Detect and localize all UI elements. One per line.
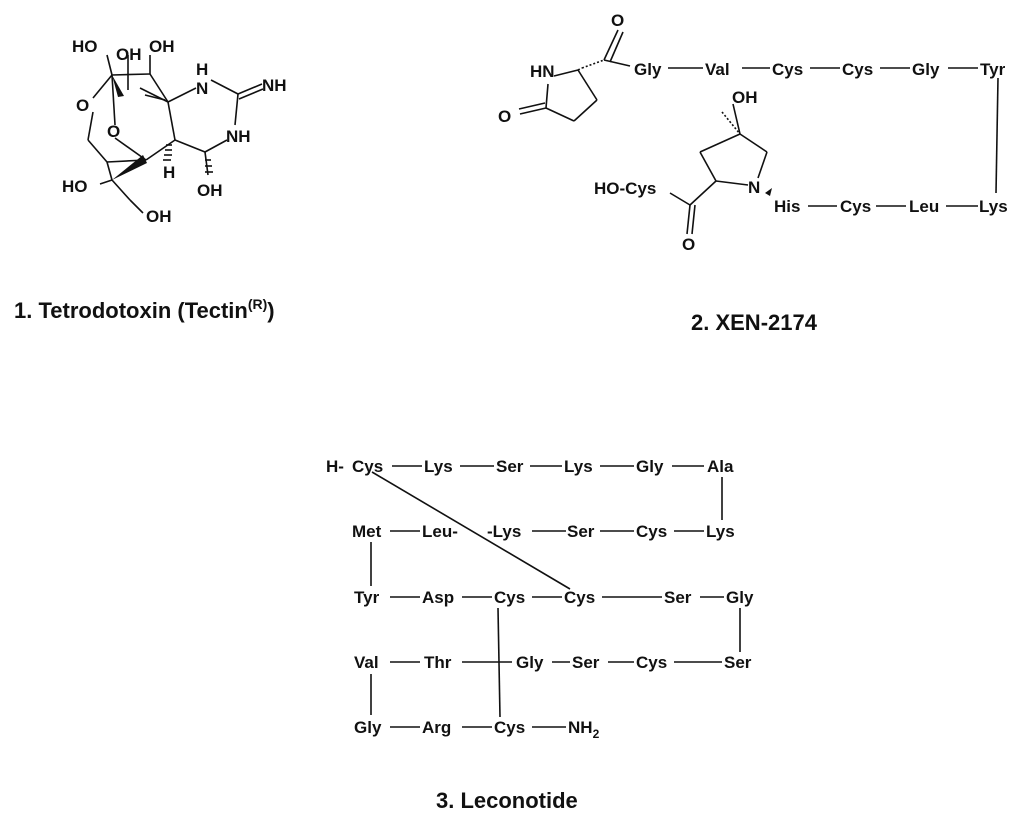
xen-top-residue: Gly [912,60,940,79]
lec-residue: -Lys [487,522,521,541]
lec-residue: Ser [496,457,524,476]
lec-residue: Gly [636,457,664,476]
tetrodotoxin-caption: 1. Tetrodotoxin (Tectin(R)) [14,296,275,323]
lec-residue: Asp [422,588,454,607]
lec-nh2: NH2 [568,718,600,741]
ttx-oh-top-right: OH [149,37,175,56]
xen-top-residue: Gly [634,60,662,79]
xen-o-bottom: O [682,235,695,254]
xen-top-residue: Cys [842,60,873,79]
ttx-nh-ring-bottom: NH [226,127,251,146]
xen-bottom-residue: His [774,197,800,216]
xen-top-residue: Tyr [980,60,1006,79]
ttx-oh-hydroxymethyl: OH [146,207,172,226]
lec-residue: Ser [664,588,692,607]
lec-residue: Lys [706,522,735,541]
lec-residue: Gly [354,718,382,737]
lec-residue: Ser [724,653,752,672]
lec-residue: Cys [564,588,595,607]
xen-bottom-residue: Cys [840,197,871,216]
lec-residue: Cys [494,718,525,737]
ttx-n-ring-top: N [196,79,208,98]
ttx-oh-bottom-right: OH [197,181,223,200]
lec-residue: Ser [567,522,595,541]
ttx-ho-top-left: HO [72,37,98,56]
lec-residue: Thr [424,653,452,672]
lec-residue: Gly [516,653,544,672]
lec-residue: Tyr [354,588,380,607]
leconotide-structure: H- Cys Lys Ser Lys Gly Ala Met Leu- -Lys… [326,457,754,741]
xen-hn: HN [530,62,555,81]
lec-residue: Lys [564,457,593,476]
ttx-ho-bottom: HO [62,177,88,196]
lec-residue: Cys [636,653,667,672]
xen-ho-cys: HO-Cys [594,179,656,198]
lec-residue: H- [326,457,344,476]
xen-o-top: O [611,11,624,30]
tetrodotoxin-structure: HO OH OH H N NH O O NH H HO OH OH [62,37,287,226]
lec-residue: Cys [636,522,667,541]
xen-n: N [748,178,760,197]
xen2174-caption: 2. XEN-2174 [691,310,818,335]
ttx-o-ring-bridge: O [107,122,120,141]
xen-o-left: O [498,107,511,126]
lec-residue: Val [354,653,379,672]
ttx-imine: NH [262,76,287,95]
lec-residue: Ser [572,653,600,672]
lec-residue: Lys [424,457,453,476]
lec-residue: Leu- [422,522,458,541]
lec-residue: Cys [352,457,383,476]
xen2174-structure: O HN O OH N O HO-Cys Gly Val Cys Cys Gly… [498,11,1008,254]
lec-residue: Cys [494,588,525,607]
xen-top-residue: Val [705,60,730,79]
xen-oh: OH [732,88,758,107]
leconotide-caption: 3. Leconotide [436,788,578,813]
lec-residue: Ala [707,457,734,476]
ttx-nh-ring-top: H [196,60,208,79]
xen-top-residue: Cys [772,60,803,79]
lec-residue: Met [352,522,382,541]
ttx-o-ring-left: O [76,96,89,115]
ttx-oh-top-mid: OH [116,45,142,64]
lec-residue: Arg [422,718,451,737]
ttx-h-stereo: H [163,163,175,182]
xen-bottom-residue: Lys [979,197,1008,216]
xen-bottom-residue: Leu [909,197,939,216]
lec-residue: Gly [726,588,754,607]
